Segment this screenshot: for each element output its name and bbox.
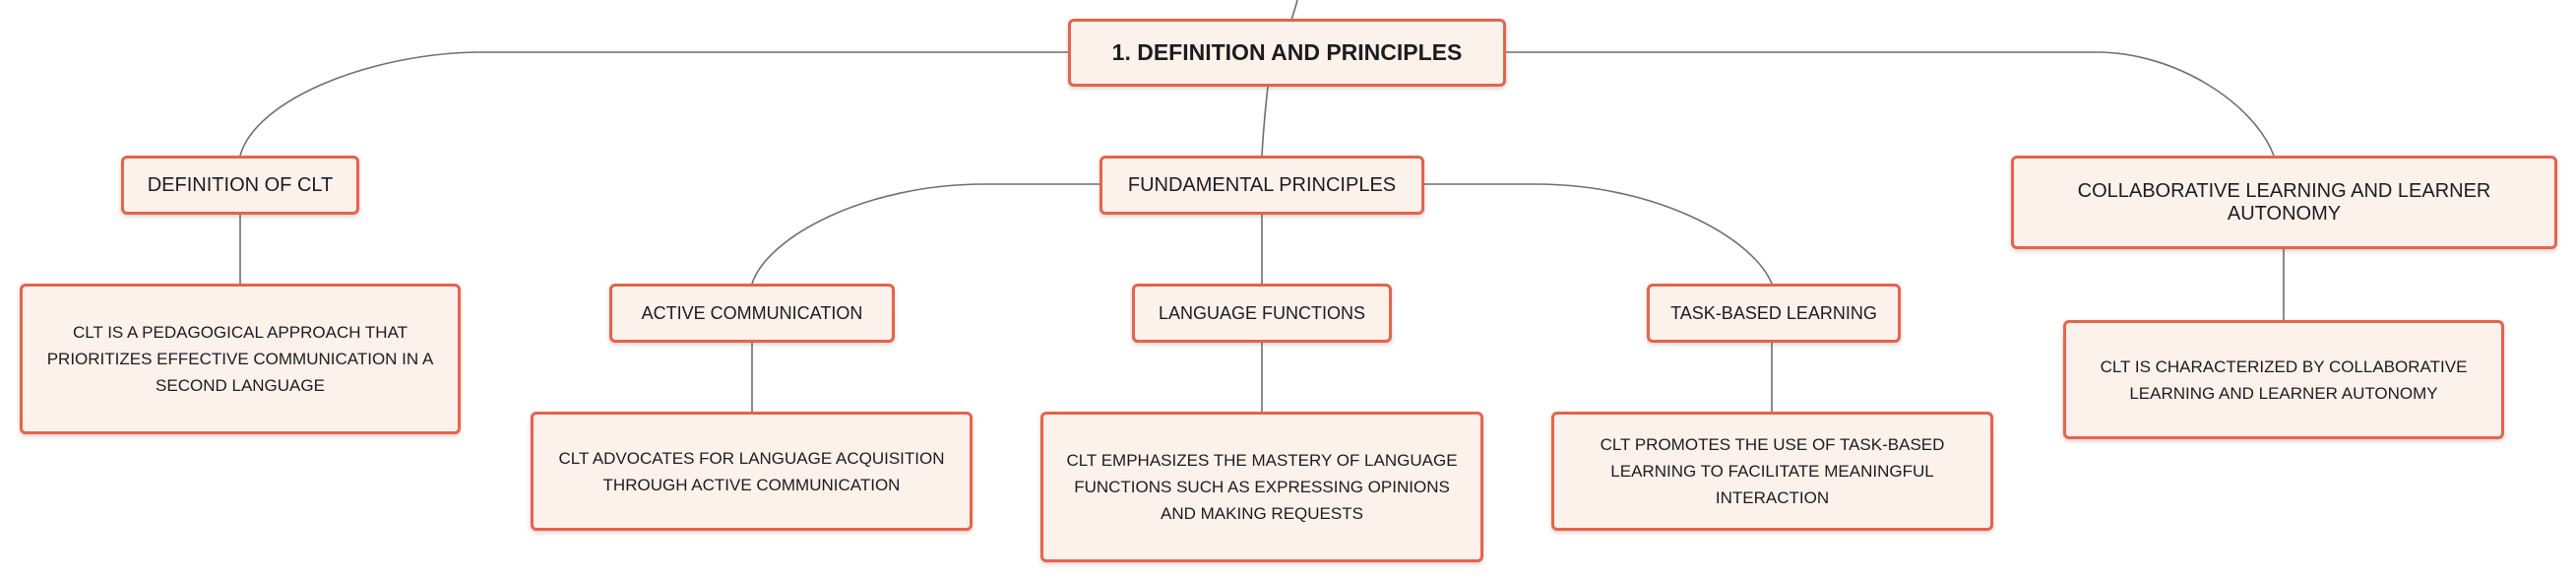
topic-active-communication[interactable]: ACTIVE COMMUNICATION [609,284,895,343]
detail-language-functions-text: CLT EMPHASIZES THE MASTERY OF LANGUAGE F… [1066,451,1458,523]
detail-collaborative-learning-text: CLT IS CHARACTERIZED BY COLLABORATIVE LE… [2100,356,2468,403]
detail-definition-of-clt-text: CLT IS A PEDAGOGICAL APPROACH THAT PRIOR… [46,323,434,395]
topic-definition-of-clt[interactable]: DEFINITION OF CLT [121,156,359,215]
topic-collaborative-learning-label: COLLABORATIVE LEARNING AND LEARNER AUTON… [2077,179,2491,225]
detail-definition-of-clt[interactable]: CLT IS A PEDAGOGICAL APPROACH THAT PRIOR… [20,284,461,434]
connector-principles-to-task [1424,183,1773,285]
detail-active-communication-text: CLT ADVOCATES FOR LANGUAGE ACQUISITION T… [558,448,945,494]
detail-task-based-learning[interactable]: CLT PROMOTES THE USE OF TASK-BASED LEARN… [1551,412,1993,531]
detail-active-communication[interactable]: CLT ADVOCATES FOR LANGUAGE ACQUISITION T… [531,412,973,531]
connector-root-to-collaborative [1506,51,2275,157]
topic-fundamental-principles-label: FUNDAMENTAL PRINCIPLES [1127,173,1397,196]
topic-collaborative-learning[interactable]: COLLABORATIVE LEARNING AND LEARNER AUTON… [2011,156,2557,249]
connector-principles-to-active [751,183,1100,285]
detail-collaborative-learning[interactable]: CLT IS CHARACTERIZED BY COLLABORATIVE LE… [2063,320,2504,439]
topic-active-communication-label: ACTIVE COMMUNICATION [641,302,863,323]
topic-task-based-learning-label: TASK-BASED LEARNING [1670,302,1877,323]
topic-definition-of-clt-label: DEFINITION OF CLT [147,173,334,196]
topic-language-functions-label: LANGUAGE FUNCTIONS [1158,302,1366,323]
connector-root-to-definition [239,51,1068,157]
topic-fundamental-principles[interactable]: FUNDAMENTAL PRINCIPLES [1100,156,1424,215]
topic-language-functions[interactable]: LANGUAGE FUNCTIONS [1132,284,1392,343]
detail-language-functions[interactable]: CLT EMPHASIZES THE MASTERY OF LANGUAGE F… [1040,412,1483,562]
connector-root-to-principles [1261,86,1269,157]
detail-task-based-learning-text: CLT PROMOTES THE USE OF TASK-BASED LEARN… [1600,435,1945,507]
topic-task-based-learning[interactable]: TASK-BASED LEARNING [1647,284,1901,343]
root-topic[interactable]: 1. DEFINITION AND PRINCIPLES [1068,19,1506,87]
root-topic-label: 1. DEFINITION AND PRINCIPLES [1111,39,1463,65]
connector-top-stub [1290,0,1298,21]
